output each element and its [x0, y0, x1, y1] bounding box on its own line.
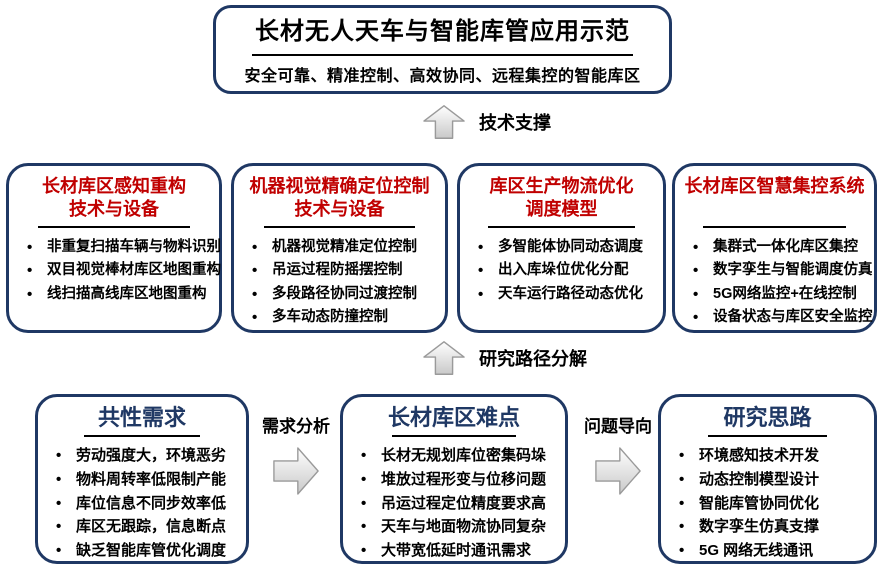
panel-title-line1: 长材库区感知重构 [42, 176, 186, 196]
panel-title-line1: 长材库区智慧集控系统 [684, 176, 865, 196]
divider [391, 435, 517, 438]
panel-logistics-scheduling-model: 库区生产物流优化 调度模型 多智能体协同动态调度 出入库垛位优化分配 天车运行路… [457, 163, 666, 333]
bullet-item: 多车动态防撞控制 [246, 306, 437, 331]
bullet-item: 5G网络监控+在线控制 [687, 283, 866, 308]
divider [38, 226, 190, 228]
bullet-item: 非重复扫描车辆与物料识别 [21, 236, 221, 261]
bullet-item: 机器视觉精准定位控制 [246, 236, 437, 261]
bullet-list: 多智能体协同动态调度 出入库垛位优化分配 天车运行路径动态优化 [460, 236, 663, 308]
bullet-item: 环境感知技术开发 [673, 444, 866, 468]
bullet-item: 多段路径协同过渡控制 [246, 283, 437, 308]
divider [252, 53, 633, 56]
flow-demand-analysis: 需求分析 [253, 412, 339, 497]
right-arrow-icon [595, 447, 641, 495]
panel-perception-reconstruction: 长材库区感知重构 技术与设备 非重复扫描车辆与物料识别 双目视觉棒材库区地图重构… [6, 163, 222, 333]
bullet-list: 非重复扫描车辆与物料识别 双目视觉棒材库区地图重构 线扫描高线库区地图重构 [9, 236, 221, 308]
divider [83, 435, 201, 438]
bullet-list: 集群式一体化库区集控 数字孪生与智能调度仿真 5G网络监控+在线控制 设备状态与… [675, 236, 874, 331]
diagram-subtitle: 安全可靠、精准控制、高效协同、远程集控的智能库区 [244, 67, 641, 85]
diagram-title: 长材无人天车与智能库管应用示范 [255, 18, 630, 45]
bullet-item: 智能库管协同优化 [673, 492, 866, 516]
divider [707, 435, 828, 438]
bullet-item: 堆放过程形变与位移问题 [355, 468, 557, 492]
bullet-list: 劳动强度大，环境恶劣 物料周转率低限制产能 库位信息不同步效率低 库区无跟踪，信… [38, 444, 246, 562]
bullet-item: 吊运过程防摇摆控制 [246, 259, 437, 284]
bullet-item: 设备状态与库区安全监控 [687, 306, 873, 331]
divider [488, 226, 635, 228]
flow-problem-oriented: 问题导向 [575, 412, 661, 497]
bullet-item: 5G 网络无线通讯 [673, 539, 866, 563]
panel-title-line2: 技术与设备 [294, 198, 385, 219]
bullet-item: 劳动强度大，环境恶劣 [50, 444, 238, 468]
bullet-list: 环境感知技术开发 动态控制模型设计 智能库管协同优化 数字孪生仿真支撑 5G 网… [661, 444, 874, 562]
bullet-item: 大带宽低延时通讯需求 [355, 539, 557, 563]
bullet-item: 缺乏智能库管优化调度 [50, 539, 238, 563]
panel-yard-difficulties: 长材库区难点 长材无规划库位密集码垛 堆放过程形变与位移问题 吊运过程定位精度要… [340, 394, 568, 564]
flow-label-research-path: 研究路径分解 [479, 349, 587, 369]
panel-title-line2: 技术与设备 [69, 198, 159, 219]
flow-tech-support: 技术支撑 [423, 104, 551, 140]
bullet-item: 出入库垛位优化分配 [472, 259, 655, 284]
bullet-item: 长材无规划库位密集码垛 [355, 444, 557, 468]
bullet-item: 集群式一体化库区集控 [687, 236, 866, 261]
bullet-item: 天车运行路径动态优化 [472, 283, 655, 308]
bullet-item: 线扫描高线库区地图重构 [21, 283, 211, 308]
panel-title-line2: 调度模型 [525, 198, 598, 219]
bullet-item: 数字孪生与智能调度仿真 [687, 259, 873, 284]
bullet-item: 天车与地面物流协同复杂 [355, 515, 557, 539]
panel-title-line1: 机器视觉精确定位控制 [249, 176, 430, 196]
bullet-item: 双目视觉棒材库区地图重构 [21, 259, 221, 284]
bullet-item: 数字孪生仿真支撑 [673, 515, 866, 539]
bullet-list: 机器视觉精准定位控制 吊运过程防摇摆控制 多段路径协同过渡控制 多车动态防撞控制 [234, 236, 445, 331]
divider [702, 226, 847, 228]
up-arrow-icon [423, 341, 465, 375]
flow-label-demand-analysis: 需求分析 [262, 417, 330, 436]
bullet-item: 吊运过程定位精度要求高 [355, 492, 557, 516]
up-arrow-icon [423, 105, 465, 139]
bullet-item: 多智能体协同动态调度 [472, 236, 655, 261]
panel-smart-central-control-system: 长材库区智慧集控系统 集群式一体化库区集控 数字孪生与智能调度仿真 5G网络监控… [672, 163, 877, 333]
panel-title: 库区生产物流优化 调度模型 [460, 175, 663, 223]
bullet-item: 库位信息不同步效率低 [50, 492, 238, 516]
divider [263, 226, 416, 228]
panel-title: 共性需求 [97, 405, 186, 430]
bullet-item: 物料周转率低限制产能 [50, 468, 238, 492]
panel-title-line1: 库区生产物流优化 [489, 176, 634, 196]
panel-research-approach: 研究思路 环境感知技术开发 动态控制模型设计 智能库管协同优化 数字孪生仿真支撑… [658, 394, 877, 564]
bullet-list: 长材无规划库位密集码垛 堆放过程形变与位移问题 吊运过程定位精度要求高 天车与地… [343, 444, 565, 562]
panel-title: 长材库区难点 [387, 405, 520, 430]
panel-title: 机器视觉精确定位控制 技术与设备 [234, 175, 445, 223]
flow-label-problem-oriented: 问题导向 [584, 417, 652, 436]
panel-title: 研究思路 [723, 405, 812, 430]
panel-title: 长材库区智慧集控系统 [675, 175, 874, 223]
panel-vision-positioning-control: 机器视觉精确定位控制 技术与设备 机器视觉精准定位控制 吊运过程防摇摆控制 多段… [231, 163, 448, 333]
panel-application-goal: 长材无人天车与智能库管应用示范 安全可靠、精准控制、高效协同、远程集控的智能库区 [213, 5, 672, 94]
flow-research-path: 研究路径分解 [423, 340, 587, 376]
bullet-item: 库区无跟踪，信息断点 [50, 515, 238, 539]
bullet-item: 动态控制模型设计 [673, 468, 866, 492]
flow-label-tech-support: 技术支撑 [479, 113, 551, 133]
right-arrow-icon [273, 447, 319, 495]
panel-title: 长材库区感知重构 技术与设备 [9, 175, 219, 223]
panel-common-needs: 共性需求 劳动强度大，环境恶劣 物料周转率低限制产能 库位信息不同步效率低 库区… [35, 394, 249, 564]
